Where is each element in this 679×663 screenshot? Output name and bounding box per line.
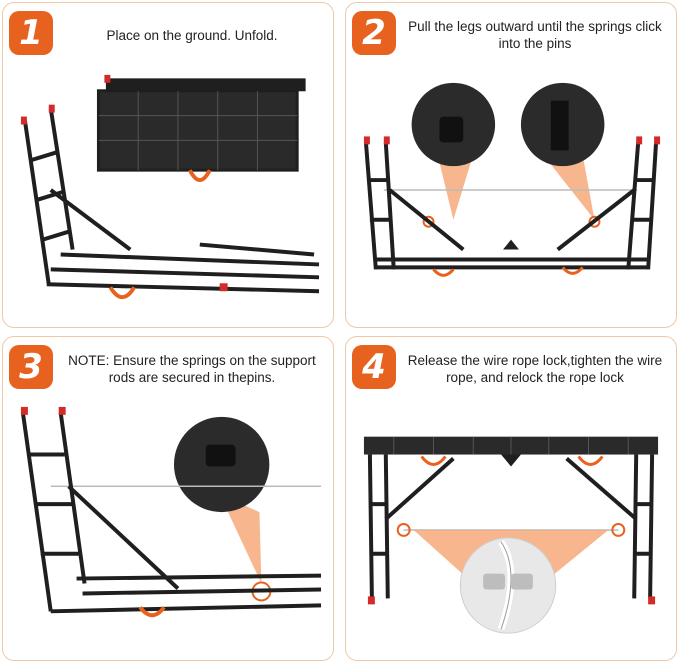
step-4-panel: 4 Release the wire rope lock,tighten the…: [345, 336, 677, 661]
step-1-panel: 1 Place on the ground. Unfold.: [2, 2, 334, 328]
step-2-panel: 2 Pull the legs outward until the spring…: [345, 2, 677, 328]
step-number-badge: 2: [352, 11, 396, 55]
step-1-photo: [11, 61, 325, 319]
step-3-panel: 3 NOTE: Ensure the springs on the suppor…: [2, 336, 334, 661]
step-2-photo: [354, 61, 668, 319]
step-caption: Place on the ground. Unfold.: [106, 27, 278, 43]
step-number-badge: 4: [352, 345, 396, 389]
step-number-badge: 1: [9, 11, 53, 55]
step-caption: Release the wire rope lock,tighten the w…: [407, 353, 663, 385]
step-4-photo: [354, 395, 668, 652]
step-number-badge: 3: [9, 345, 53, 389]
step-caption: NOTE: Ensure the springs on the support …: [68, 353, 316, 385]
step-caption: Pull the legs outward until the springs …: [408, 19, 662, 51]
step-3-photo: [11, 395, 325, 652]
